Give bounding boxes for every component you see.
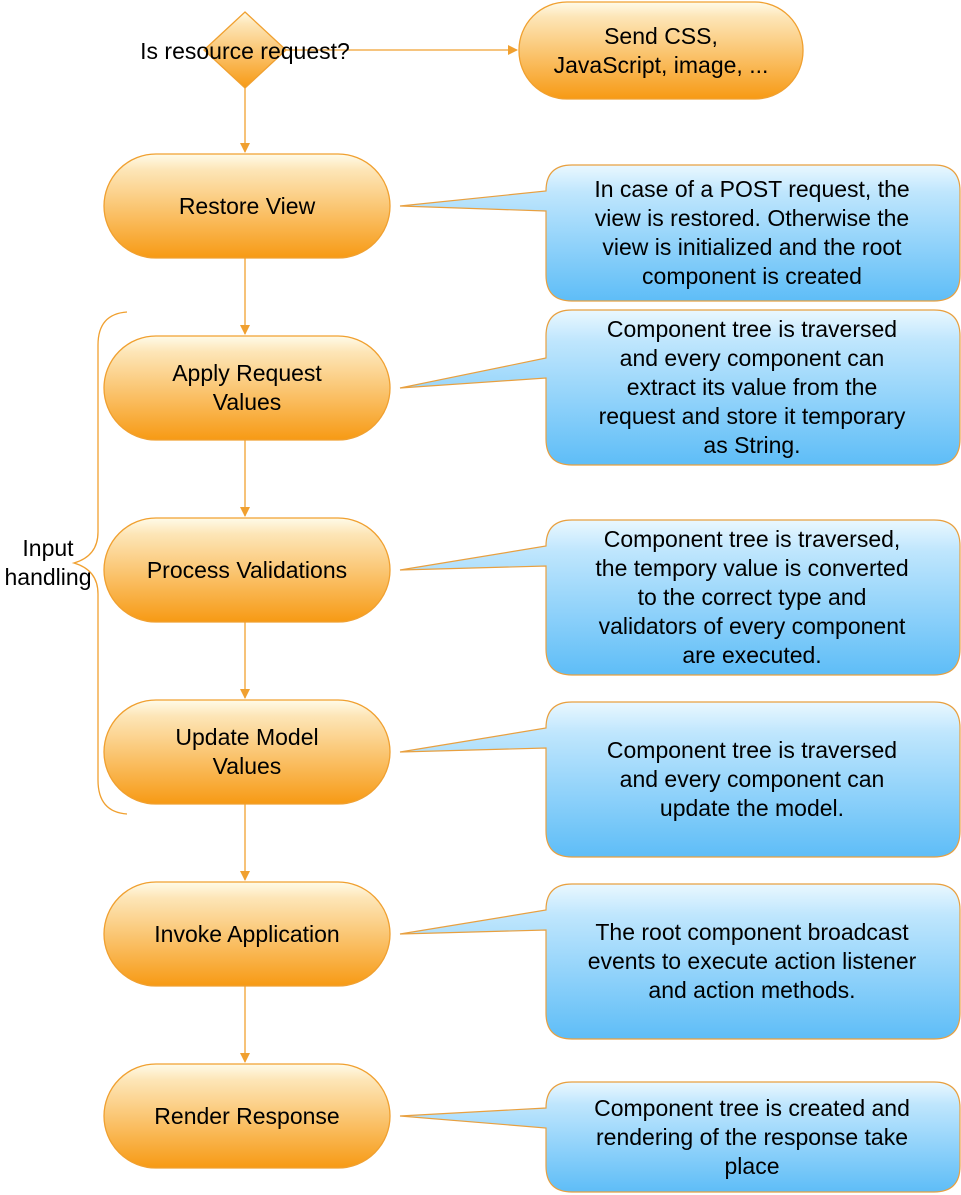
note-text-3: Component tree is traversed, the tempory… xyxy=(595,526,909,668)
stage-label-update-model-values: Update Model Values xyxy=(175,724,319,779)
note-callout-4 xyxy=(399,701,961,858)
stage-render-response xyxy=(103,1063,391,1169)
note-callout-3 xyxy=(399,519,961,676)
stage-label-apply-request-values: Apply Request Values xyxy=(172,360,322,415)
stage-label-process-validations: Process Validations xyxy=(146,556,348,583)
stage-apply-request-values xyxy=(103,335,391,441)
stage-label-invoke-application: Invoke Application xyxy=(154,920,340,947)
resource-box xyxy=(518,1,804,100)
note-callout-1 xyxy=(399,164,961,302)
note-text-6: Component tree is created and rendering … xyxy=(594,1094,910,1179)
stage-restore-view xyxy=(103,153,391,259)
decision-label: Is resource request? xyxy=(140,37,350,64)
input-handling-label: Input handling xyxy=(4,535,92,590)
note-text-4: Component tree is traversed and every co… xyxy=(606,737,898,821)
note-text-1: In case of a POST request, the view is r… xyxy=(594,176,910,289)
input-handling-brace xyxy=(71,311,128,815)
note-callout-5 xyxy=(399,883,961,1040)
note-text-2: Component tree is traversed and every co… xyxy=(598,316,906,458)
stage-update-model-values xyxy=(103,699,391,805)
note-callout-2 xyxy=(399,309,961,466)
stage-label-render-response: Render Response xyxy=(154,1102,340,1129)
resource-box-label: Send CSS, JavaScript, image, ... xyxy=(553,23,769,78)
stage-invoke-application xyxy=(103,881,391,987)
stage-label-restore-view: Restore View xyxy=(178,192,316,219)
note-text-5: The root component broadcast events to e… xyxy=(587,919,917,1003)
stage-process-validations xyxy=(103,517,391,623)
note-callout-6 xyxy=(399,1081,961,1193)
